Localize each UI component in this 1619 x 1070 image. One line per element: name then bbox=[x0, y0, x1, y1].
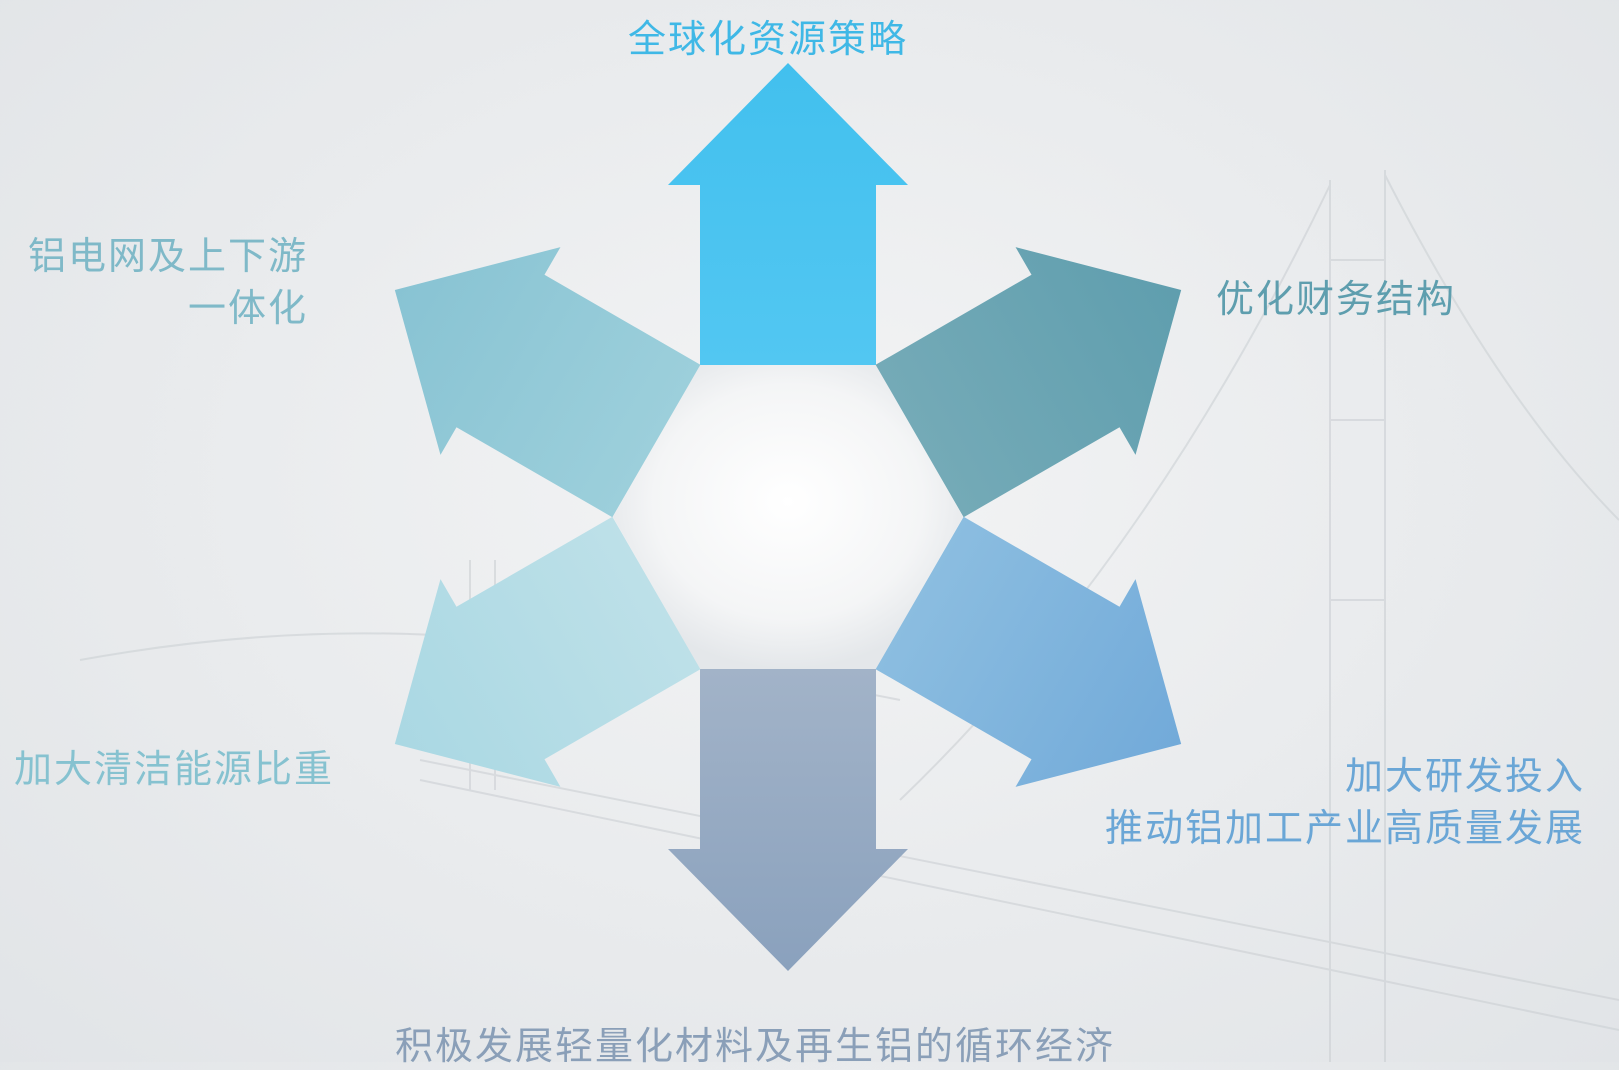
label-upper-right-line-1: 优化财务结构 bbox=[1216, 277, 1457, 321]
label-upper-left-line-2: 一体化 bbox=[188, 286, 309, 330]
label-upper-right: 优化财务结构 bbox=[1216, 268, 1456, 323]
arrow-lower-right bbox=[875, 516, 1182, 787]
arrow-upper-left bbox=[394, 247, 701, 518]
arrow-upper-right bbox=[875, 247, 1182, 518]
label-top-line-1: 全球化资源策略 bbox=[628, 17, 909, 61]
label-bottom: 积极发展轻量化材料及再生铝的循环经济 bbox=[395, 1015, 1115, 1070]
bridge-sketch-background bbox=[79, 170, 1619, 1062]
arrow-bottom bbox=[668, 669, 908, 971]
label-top: 全球化资源策略 bbox=[628, 8, 908, 63]
label-lower-right-line-1: 加大研发投入 bbox=[1345, 754, 1586, 798]
label-upper-left: 铝电网及上下游 一体化 bbox=[28, 230, 308, 334]
label-lower-right: 加大研发投入 推动铝加工产业高质量发展 bbox=[1105, 750, 1585, 854]
label-lower-left: 加大清洁能源比重 bbox=[14, 738, 334, 793]
label-lower-right-line-2: 推动铝加工产业高质量发展 bbox=[1105, 806, 1586, 850]
label-lower-left-line-1: 加大清洁能源比重 bbox=[14, 747, 335, 791]
center-hexagon bbox=[613, 365, 963, 669]
arrow-lower-left bbox=[394, 516, 701, 787]
label-bottom-line-1: 积极发展轻量化材料及再生铝的循环经济 bbox=[395, 1024, 1116, 1068]
arrow-top bbox=[668, 63, 908, 365]
label-upper-left-line-1: 铝电网及上下游 bbox=[28, 234, 309, 278]
